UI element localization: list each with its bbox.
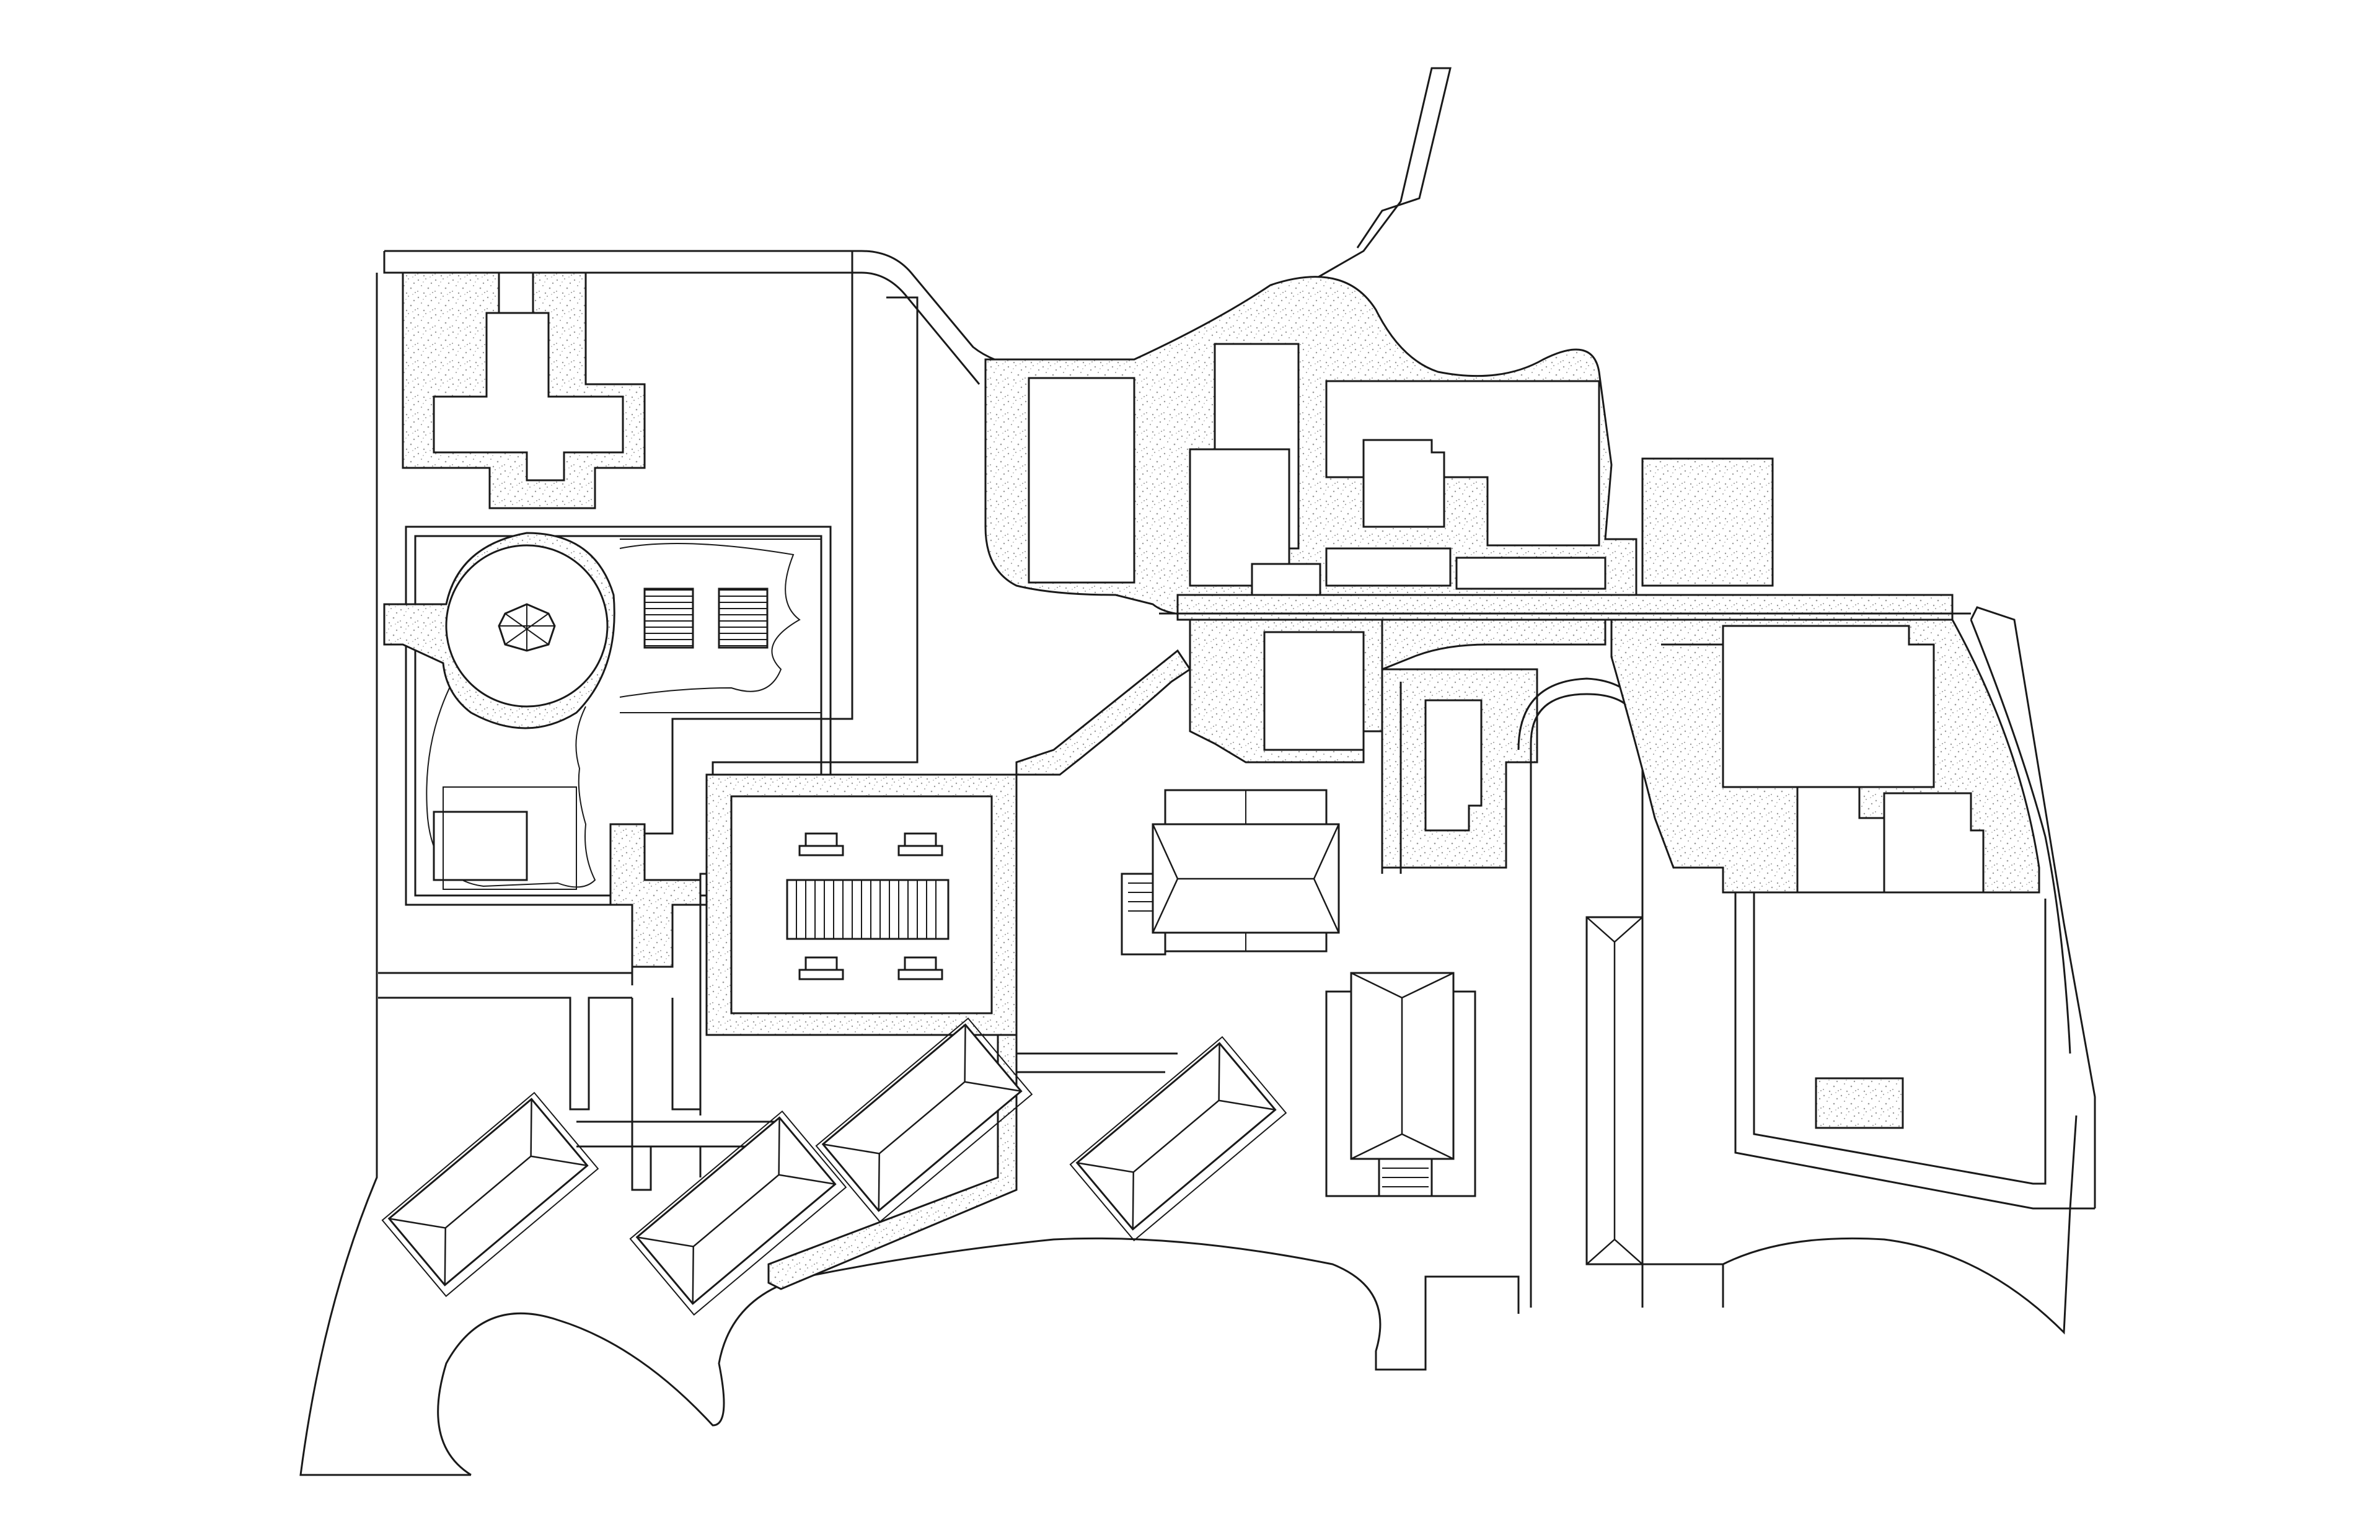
hall-link-lines bbox=[1016, 1052, 1178, 1073]
east-complex bbox=[1610, 618, 2095, 1210]
nw-paved-court bbox=[402, 271, 646, 509]
main-promenade bbox=[1159, 594, 1971, 621]
slatted-pergola bbox=[786, 879, 950, 940]
diagonal-path-south bbox=[767, 1034, 1018, 1290]
diagonal-path-north bbox=[1015, 649, 1192, 776]
north-complex bbox=[984, 276, 1637, 617]
ne-paved-square bbox=[1641, 457, 1774, 587]
west-lanes bbox=[378, 251, 919, 1191]
central-hall bbox=[1121, 789, 1340, 956]
sw-hall-3 bbox=[815, 1017, 1033, 1223]
se-paved-block bbox=[1815, 1077, 1904, 1129]
west-garden bbox=[383, 526, 832, 906]
octagon-pavilion-icon bbox=[498, 603, 556, 652]
sw-hall-2 bbox=[629, 1110, 847, 1316]
middle-blocks bbox=[1189, 618, 1606, 874]
long-building bbox=[1585, 916, 1644, 1265]
central-courtyard bbox=[705, 773, 1018, 1036]
east-hall bbox=[1325, 972, 1476, 1197]
sw-hall-4 bbox=[1069, 1036, 1287, 1241]
sw-hall-1 bbox=[381, 1091, 599, 1297]
